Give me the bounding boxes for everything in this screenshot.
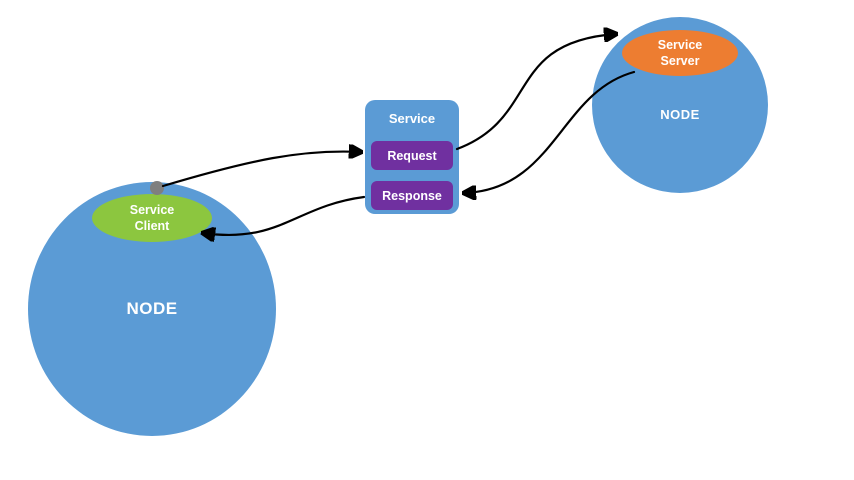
- service-client-oval: Service Client: [92, 194, 212, 242]
- service-panel-title: Service: [388, 111, 436, 126]
- service-client-label-line2: Client: [134, 219, 170, 233]
- service-server-oval: Service Server: [622, 30, 738, 76]
- service-server-label-line2: Server: [660, 54, 700, 68]
- response-label: Response: [382, 188, 442, 203]
- arrow-client-to-request: [161, 152, 361, 188]
- service-panel: Service Request Response: [365, 100, 459, 214]
- service-client-label-line1: Service: [129, 202, 175, 217]
- response-box: Response: [371, 181, 453, 210]
- request-box: Request: [371, 141, 453, 170]
- request-label: Request: [387, 148, 437, 163]
- connection-anchor-dot: [150, 181, 164, 195]
- left-node-label: NODE: [126, 299, 178, 318]
- right-node-label: NODE: [660, 106, 700, 122]
- service-server-label-line1: Service: [657, 37, 703, 52]
